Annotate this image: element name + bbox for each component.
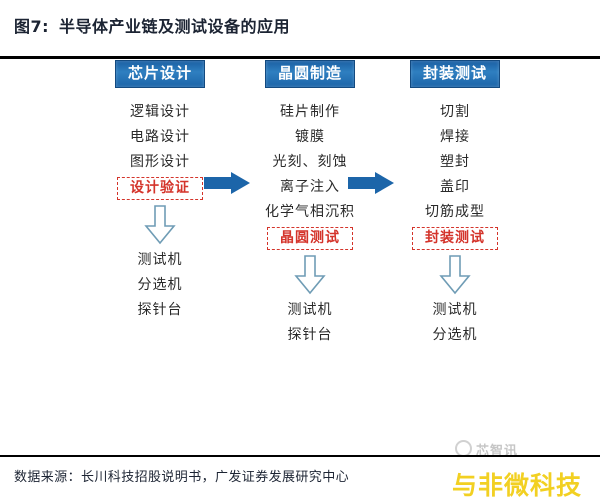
step-item: 切筋成型 (425, 204, 485, 220)
step-item: 逻辑设计 (130, 104, 190, 120)
arrow-right-icon (348, 172, 394, 194)
step-item: 硅片制作 (280, 104, 340, 120)
test-callout-wafer-test[interactable]: 晶圆测试 (267, 227, 353, 250)
equipment-item: 测试机 (137, 252, 183, 268)
step-item: 离子注入 (280, 179, 340, 195)
step-item: 图形设计 (130, 154, 190, 170)
step-item: 电路设计 (130, 129, 190, 145)
step-list-wafer-fabrication: 硅片制作 镀膜 光刻、刻蚀 离子注入 化学气相沉积 (230, 100, 390, 225)
equipment-item: 探针台 (287, 327, 333, 343)
test-callout-package-test[interactable]: 封装测试 (412, 227, 498, 250)
arrow-right-icon (204, 172, 250, 194)
step-item: 塑封 (440, 154, 470, 170)
down-arrow-icon (143, 205, 177, 245)
figure-title-text: 半导体产业链及测试设备的应用 (59, 17, 291, 36)
step-item: 化学气相沉积 (265, 204, 355, 220)
equipment-item: 分选机 (137, 277, 183, 293)
step-list-chip-design: 逻辑设计 电路设计 图形设计 (80, 100, 240, 175)
semiconductor-value-chain-diagram: 芯片设计 逻辑设计 电路设计 图形设计 设计验证 测试机 分选机 探针台 晶圆制… (0, 60, 600, 450)
step-item: 光刻、刻蚀 (272, 154, 348, 170)
down-arrow-icon (293, 255, 327, 295)
equipment-list-wafer-fabrication: 测试机 探针台 (230, 298, 390, 348)
title-divider (0, 56, 600, 59)
down-arrow-icon (438, 255, 472, 295)
step-list-packaging-test: 切割 焊接 塑封 盖印 切筋成型 (375, 100, 535, 225)
test-callout-design-verification[interactable]: 设计验证 (117, 177, 203, 200)
step-item: 盖印 (440, 179, 470, 195)
step-item: 焊接 (440, 129, 470, 145)
equipment-list-packaging-test: 测试机 分选机 (375, 298, 535, 348)
equipment-item: 测试机 (287, 302, 333, 318)
equipment-list-chip-design: 测试机 分选机 探针台 (80, 248, 240, 323)
stage-header-packaging-test[interactable]: 封装测试 (409, 60, 500, 88)
page-title: 图7: 半导体产业链及测试设备的应用 (14, 13, 290, 37)
figure-label: 图7: (14, 17, 50, 36)
watermark-yellow: 与非微科技 (452, 471, 583, 500)
source-note: 数据来源：长川科技招股说明书，广发证券发展研究中心 (14, 470, 350, 485)
equipment-item: 分选机 (432, 327, 478, 343)
stage-header-wafer-fabrication[interactable]: 晶圆制造 (264, 60, 355, 88)
equipment-item: 探针台 (137, 302, 183, 318)
stage-column-packaging-test: 封装测试 切割 焊接 塑封 盖印 切筋成型 封装测试 测试机 分选机 (375, 60, 535, 348)
step-item: 切割 (440, 104, 470, 120)
equipment-item: 测试机 (432, 302, 478, 318)
stage-column-chip-design: 芯片设计 逻辑设计 电路设计 图形设计 设计验证 测试机 分选机 探针台 (80, 60, 240, 323)
stage-header-chip-design[interactable]: 芯片设计 (114, 60, 205, 88)
step-item: 镀膜 (295, 129, 325, 145)
stage-column-wafer-fabrication: 晶圆制造 硅片制作 镀膜 光刻、刻蚀 离子注入 化学气相沉积 晶圆测试 测试机 … (230, 60, 390, 348)
source-divider (0, 455, 600, 457)
